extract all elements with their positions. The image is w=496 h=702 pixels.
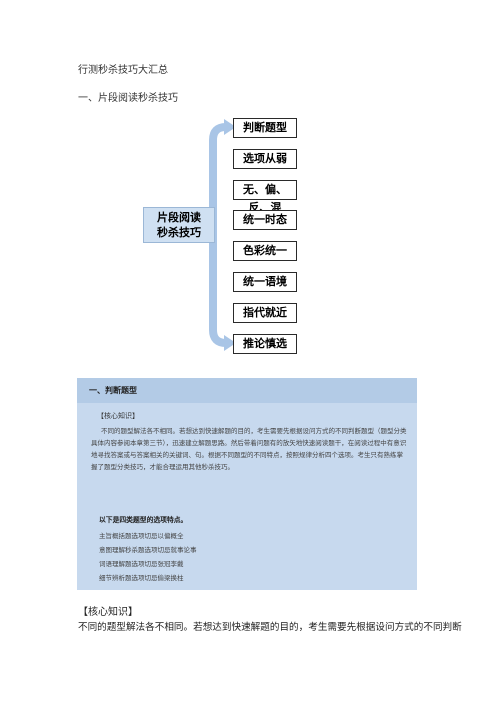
panel-header: 一、判断题型 [77, 378, 417, 403]
body-text-line: 不同的题型解法各不相同。若想达到快速解题的目的，考生需要先根据设问方式的不同判断 [78, 622, 462, 633]
node-6: 统一语境 [233, 272, 297, 292]
center-topic-line-1: 片段阅读 [157, 211, 201, 224]
core-knowledge-label: 【核心知识】 [78, 607, 138, 618]
arrow-top [224, 119, 236, 135]
node-3: 无、偏、反、混 [233, 180, 297, 214]
arrow-bottom [224, 335, 236, 351]
node-4: 统一时态 [233, 210, 297, 230]
doc-title: 行测秒杀技巧大汇总 [78, 65, 168, 76]
connector-top-arm [209, 123, 230, 210]
node-5: 色彩统一 [233, 241, 297, 261]
panel-tip-3: 词语理解题选项切忌张冠李戴 [99, 560, 184, 568]
panel-lead: 以下是四类题型的选项特点。 [99, 516, 188, 524]
center-topic-box: 片段阅读 秒杀技巧 [143, 207, 215, 243]
node-8: 推论慎选 [233, 334, 297, 354]
knowledge-panel: 一、判断题型 【核心知识】 不同的题型解法各不相同。若想达到快速解题的目的，考生… [77, 378, 417, 590]
node-7: 指代就近 [233, 303, 297, 323]
panel-tip-1: 主旨概括题选项切忌以偏概全 [99, 532, 184, 540]
panel-subheading: 【核心知识】 [97, 412, 139, 420]
mind-map: 片段阅读 秒杀技巧 判断题型 选项从弱 无、偏、反、混 统一时态 色彩统一 统一… [143, 118, 297, 354]
panel-tip-4: 细节辨析题选项切忌偷梁换柱 [99, 574, 184, 582]
center-topic-line-2: 秒杀技巧 [157, 226, 201, 239]
panel-paragraph: 不同的题型解法各不相同。若想达到快速解题的目的，考生需要先根据设问方式的不同判断… [91, 427, 407, 471]
connector-bottom-arm [209, 238, 230, 347]
node-1: 判断题型 [233, 118, 297, 138]
node-2: 选项从弱 [233, 149, 297, 169]
panel-tip-2: 意图理解秒杀题选项切忌就事论事 [99, 546, 197, 554]
section-heading: 一、片段阅读秒杀技巧 [78, 93, 178, 104]
